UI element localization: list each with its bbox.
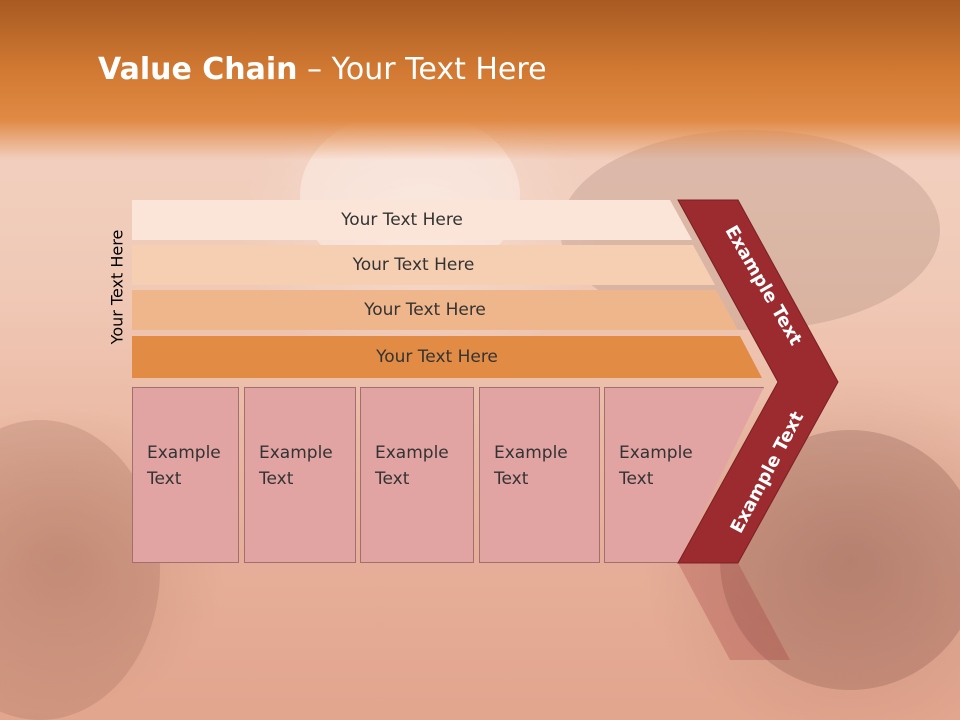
example-box-4-line2: Text <box>494 469 529 489</box>
bar-1: Your Text Here <box>132 200 692 240</box>
example-box-5-line2: Text <box>619 469 654 489</box>
bar-4: Your Text Here <box>132 336 762 378</box>
bar-2: Your Text Here <box>132 245 715 285</box>
example-box-4: Example Text <box>479 387 600 563</box>
example-box-3-line2: Text <box>375 469 410 489</box>
bar-1-label: Your Text Here <box>341 210 463 230</box>
title-bold: Value Chain <box>98 52 298 87</box>
title-rest: – Your Text Here <box>297 52 547 87</box>
example-box-1: Example Text <box>132 387 239 563</box>
page-title: Value Chain – Your Text Here <box>98 52 547 87</box>
example-box-2-line1: Example <box>259 443 333 463</box>
bar-2-label: Your Text Here <box>352 255 475 275</box>
example-box-2: Example Text <box>244 387 356 563</box>
bar-3: Your Text Here <box>132 290 738 330</box>
example-box-2-line2: Text <box>259 469 294 489</box>
side-label-text: Your Text Here <box>107 229 127 345</box>
example-box-1-line2: Text <box>147 469 182 489</box>
bar-4-label: Your Text Here <box>376 347 498 367</box>
header-band <box>0 0 960 160</box>
example-box-1-line1: Example <box>147 443 221 463</box>
bar-3-label: Your Text Here <box>364 300 486 320</box>
example-box-3-line1: Example <box>375 443 449 463</box>
example-box-5-line1: Example <box>619 443 693 463</box>
boxes-reflection: Example Text Example Text Example Text E… <box>132 563 772 693</box>
example-box-4-line1: Example <box>494 443 568 463</box>
example-box-3: Example Text <box>360 387 474 563</box>
side-label: Your Text Here <box>97 222 137 352</box>
